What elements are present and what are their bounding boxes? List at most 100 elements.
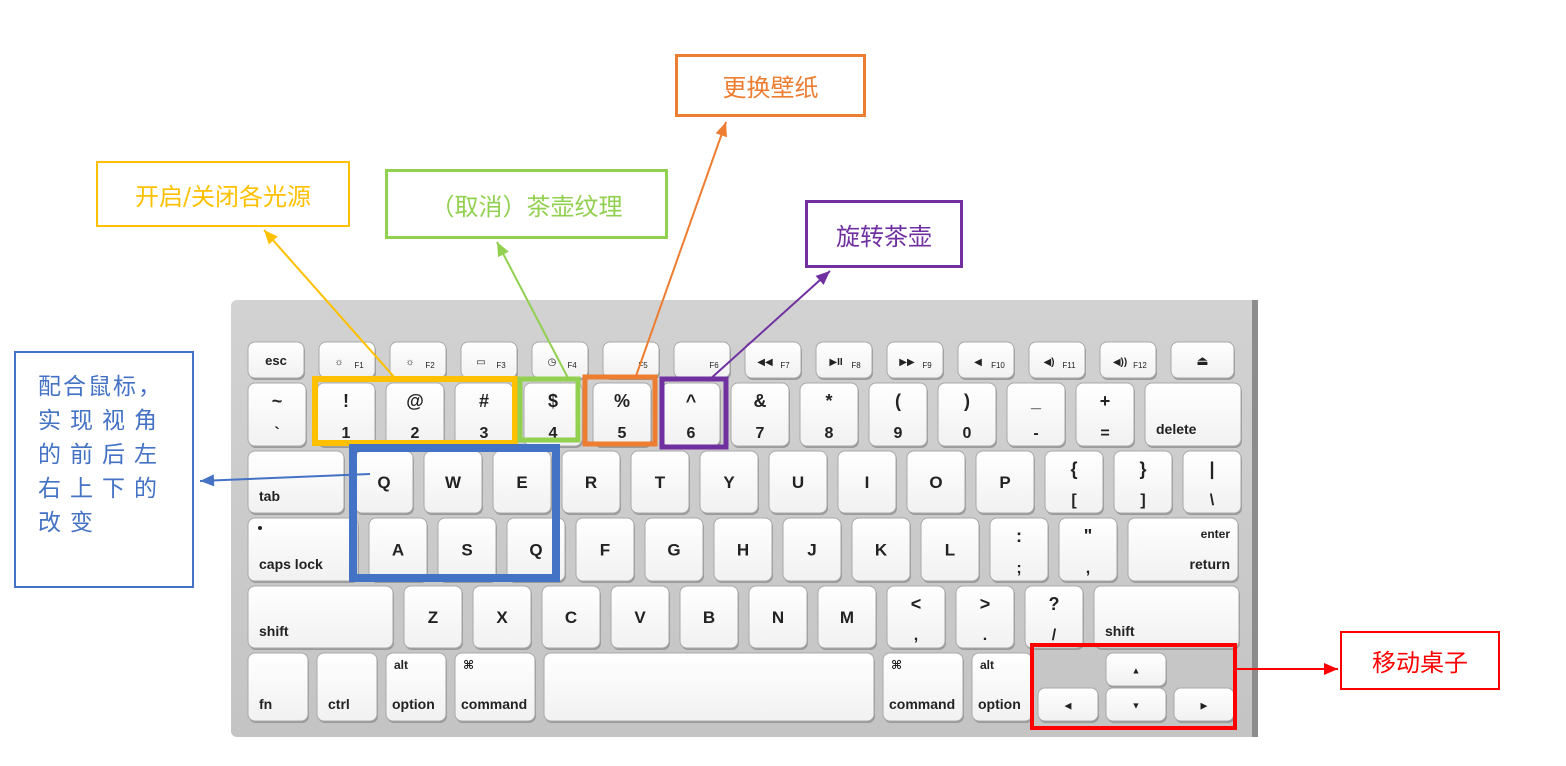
key-l[interactable] <box>920 517 980 582</box>
key-symbol[interactable] <box>1113 450 1173 514</box>
key-f6[interactable] <box>673 341 731 379</box>
key-bottom-legend: 4 <box>549 425 558 442</box>
key-7[interactable] <box>730 382 790 447</box>
key-ctrl[interactable] <box>316 652 378 722</box>
key-r[interactable] <box>561 450 621 514</box>
key-m[interactable] <box>817 585 877 649</box>
key-z[interactable] <box>403 585 463 649</box>
key-symbol[interactable] <box>1075 382 1135 447</box>
key-top-legend: + <box>1100 391 1111 411</box>
key-shift[interactable] <box>1093 585 1240 649</box>
key-delete[interactable] <box>1144 382 1242 447</box>
pointer-texture-head <box>497 242 509 258</box>
key-command[interactable] <box>454 652 536 722</box>
key-bottom-legend: command <box>889 696 955 712</box>
key-top-legend: ( <box>895 391 901 411</box>
key-f7[interactable] <box>744 341 802 379</box>
key-f[interactable] <box>575 517 635 582</box>
pointer-rotate <box>707 270 831 382</box>
key-shift[interactable] <box>247 585 394 649</box>
key-top-legend: _ <box>1030 391 1042 411</box>
fn-key-label: esc <box>265 353 287 368</box>
arrow-left-key[interactable] <box>1037 687 1099 722</box>
key-tab[interactable] <box>247 450 345 514</box>
key-h[interactable] <box>713 517 773 582</box>
key-f5[interactable] <box>602 341 660 379</box>
key-bottom-legend: ] <box>1140 492 1145 509</box>
key-f3[interactable] <box>460 341 518 379</box>
key-f8[interactable] <box>815 341 873 379</box>
key-8[interactable] <box>799 382 859 447</box>
key-t[interactable] <box>630 450 690 514</box>
key-y[interactable] <box>699 450 759 514</box>
key-option[interactable] <box>385 652 447 722</box>
key-v[interactable] <box>610 585 670 649</box>
key-f9[interactable] <box>886 341 944 379</box>
arrow-down-key[interactable] <box>1105 687 1167 722</box>
key-0[interactable] <box>937 382 997 447</box>
key-symbol[interactable] <box>247 382 307 447</box>
highlight-texture-key <box>517 376 581 443</box>
key-u[interactable] <box>768 450 828 514</box>
key-f11[interactable] <box>1028 341 1086 379</box>
key-symbol[interactable] <box>1058 517 1118 582</box>
fn-key-label: F4 <box>567 361 577 370</box>
key-symbol[interactable] <box>955 585 1015 649</box>
fn-key-icon: ◷ <box>548 357 557 368</box>
fn-key-label: F7 <box>780 361 790 370</box>
key-top-legend: alt <box>980 658 994 672</box>
key-return[interactable] <box>1127 517 1239 582</box>
key-n[interactable] <box>748 585 808 649</box>
pointer-rotate-head <box>815 271 830 285</box>
key-k[interactable] <box>851 517 911 582</box>
callout-view-line: 实现视角 <box>38 408 166 434</box>
fn-key-label: F8 <box>851 361 861 370</box>
callout-lights: 开启/关闭各光源 <box>96 161 350 227</box>
key-esc[interactable] <box>247 341 305 379</box>
key-main-legend: Q <box>529 541 542 560</box>
key-p[interactable] <box>975 450 1035 514</box>
key-x[interactable] <box>472 585 532 649</box>
key-c[interactable] <box>541 585 601 649</box>
fn-key-icon: ◀◀ <box>757 357 773 368</box>
fn-key-label: F2 <box>425 361 435 370</box>
key-f10[interactable] <box>957 341 1015 379</box>
key-j[interactable] <box>782 517 842 582</box>
key-symbol[interactable] <box>886 585 946 649</box>
key-command[interactable] <box>882 652 964 722</box>
fn-key-label: F12 <box>1133 361 1147 370</box>
pointer-view <box>199 473 371 482</box>
key-main-legend: M <box>840 608 854 627</box>
key-symbol[interactable] <box>1006 382 1066 447</box>
fn-key-label: F3 <box>496 361 506 370</box>
key-top-legend: ) <box>964 391 970 411</box>
key-main-legend: Q <box>377 473 390 492</box>
key-symbol[interactable] <box>1024 585 1084 649</box>
key-caps-lock[interactable] <box>247 517 359 582</box>
key-o[interactable] <box>906 450 966 514</box>
key-bottom-legend: [ <box>1071 492 1077 509</box>
fn-key-icon: ▶▶ <box>899 357 915 368</box>
key-fn[interactable] <box>247 652 309 722</box>
arrow-right-key-glyph: ▶ <box>1201 701 1208 711</box>
key-top-legend: " <box>1084 526 1093 546</box>
key-bottom-legend: 5 <box>618 425 627 442</box>
key-b[interactable] <box>679 585 739 649</box>
key-main-legend: Y <box>723 473 735 492</box>
arrow-up-key[interactable] <box>1105 652 1167 687</box>
key-f2[interactable] <box>389 341 447 379</box>
key-symbol[interactable] <box>989 517 1049 582</box>
key-g[interactable] <box>644 517 704 582</box>
key-main-legend: P <box>999 473 1010 492</box>
key-symbol[interactable] <box>1170 341 1235 379</box>
key-symbol[interactable] <box>1182 450 1242 514</box>
key-9[interactable] <box>868 382 928 447</box>
highlight-rotate-key <box>659 376 729 450</box>
key-f12[interactable] <box>1099 341 1157 379</box>
key-space[interactable] <box>543 652 875 722</box>
key-main-legend: V <box>634 608 646 627</box>
key-i[interactable] <box>837 450 897 514</box>
key-symbol[interactable] <box>1044 450 1104 514</box>
key-f4[interactable] <box>531 341 589 379</box>
key-bottom-legend: ; <box>1016 560 1021 577</box>
